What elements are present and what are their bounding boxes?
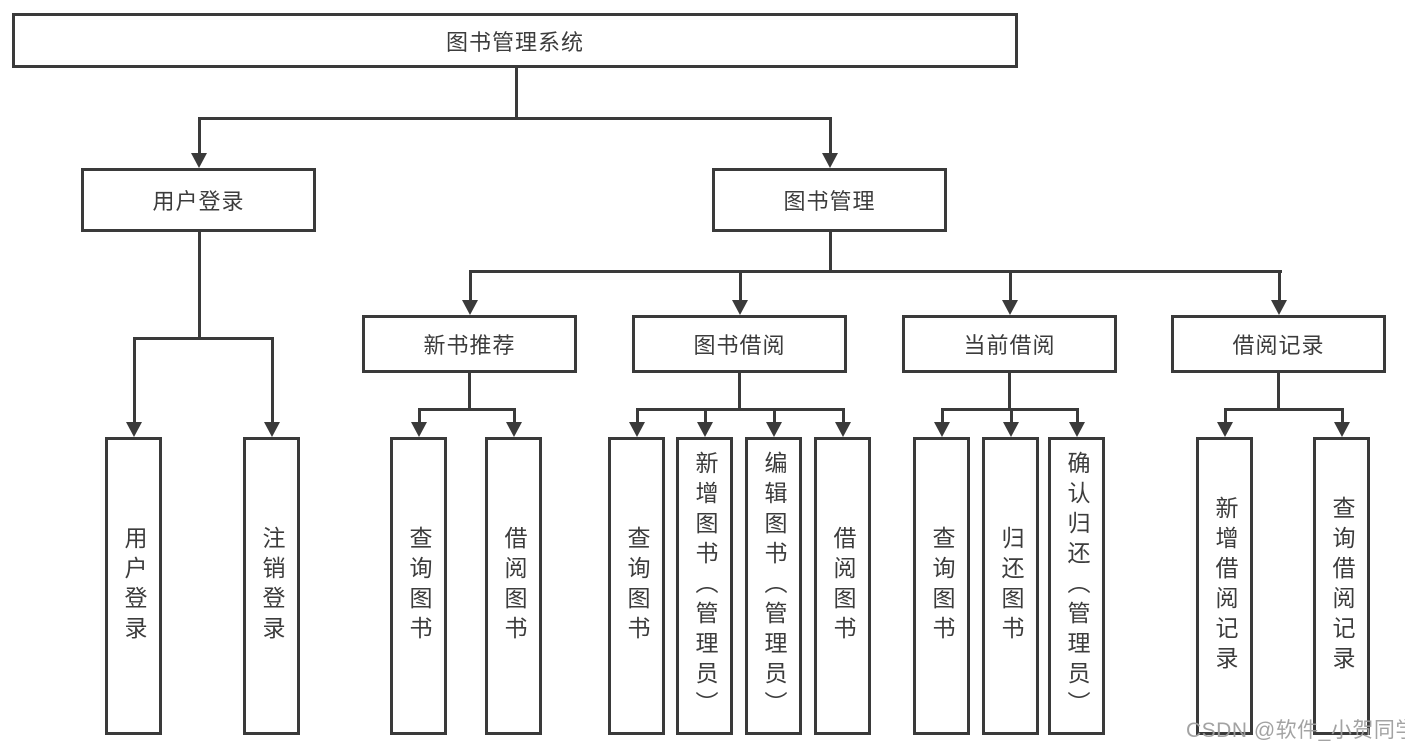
connector-line (133, 337, 274, 340)
csdn-watermark: CSDN @软件_小贺同学 (1186, 719, 1405, 742)
leaf-confirm-return-admin: 确认归还（管理员） (1048, 437, 1105, 735)
connector-line (636, 408, 639, 422)
node-label: 图书管理 (783, 189, 876, 214)
connector-line (418, 408, 516, 411)
connector-line (636, 408, 845, 411)
arrow-down-icon (934, 422, 950, 437)
connector-line (1278, 270, 1281, 300)
connector-line (1277, 373, 1280, 408)
connector-line (515, 68, 518, 117)
arrow-down-icon (835, 422, 851, 437)
node-label: 查询图书 (929, 526, 955, 646)
connector-line (773, 408, 776, 422)
connector-line (468, 373, 471, 408)
node-label: 图书借阅 (693, 333, 786, 358)
arrow-down-icon (126, 422, 142, 437)
node-label: 用户登录 (152, 189, 245, 214)
connector-line (469, 270, 472, 300)
connector-line (198, 232, 201, 337)
connector-line (829, 117, 832, 153)
node-current-borrowing: 当前借阅 (902, 315, 1117, 373)
connector-line (739, 270, 742, 300)
node-label: 新增借阅记录 (1212, 496, 1238, 676)
connector-line (842, 408, 845, 422)
connector-line (1076, 408, 1079, 422)
connector-line (133, 337, 136, 422)
connector-line (418, 408, 421, 422)
leaf-query-books-current: 查询图书 (913, 437, 970, 735)
arrow-down-icon (629, 422, 645, 437)
arrow-down-icon (1069, 422, 1085, 437)
node-new-book-recommendation: 新书推荐 (362, 315, 577, 373)
node-label: 查询借阅记录 (1329, 496, 1355, 676)
connector-line (1224, 408, 1344, 411)
connector-line (1008, 373, 1011, 408)
arrow-down-icon (1334, 422, 1350, 437)
connector-line (738, 373, 741, 408)
arrow-down-icon (191, 153, 207, 168)
node-library-system: 图书管理系统 (12, 13, 1018, 68)
node-label: 编辑图书（管理员） (761, 451, 787, 721)
node-borrow-records: 借阅记录 (1171, 315, 1386, 373)
leaf-borrow-books-borrowing: 借阅图书 (814, 437, 871, 735)
connector-line (1010, 408, 1013, 422)
arrow-down-icon (506, 422, 522, 437)
node-label: 确认归还（管理员） (1064, 451, 1090, 721)
arrow-down-icon (697, 422, 713, 437)
arrow-down-icon (822, 153, 838, 168)
leaf-add-books-admin: 新增图书（管理员） (676, 437, 733, 735)
connector-line (198, 117, 832, 120)
connector-line (271, 337, 274, 422)
connector-line (1224, 408, 1227, 422)
connector-line (198, 117, 201, 153)
node-label: 借阅记录 (1232, 333, 1325, 358)
node-label: 借阅图书 (830, 526, 856, 646)
connector-line (513, 408, 516, 422)
leaf-return-books: 归还图书 (982, 437, 1039, 735)
node-label: 归还图书 (998, 526, 1024, 646)
leaf-logout: 注销登录 (243, 437, 300, 735)
arrow-down-icon (411, 422, 427, 437)
node-label: 新书推荐 (423, 333, 516, 358)
leaf-query-borrow-record: 查询借阅记录 (1313, 437, 1370, 735)
arrow-down-icon (264, 422, 280, 437)
leaf-user-login: 用户登录 (105, 437, 162, 735)
arrow-down-icon (462, 300, 478, 315)
arrow-down-icon (1271, 300, 1287, 315)
connector-line (941, 408, 944, 422)
node-label: 查询图书 (624, 526, 650, 646)
leaf-edit-books-admin: 编辑图书（管理员） (745, 437, 802, 735)
arrow-down-icon (732, 300, 748, 315)
arrow-down-icon (1002, 300, 1018, 315)
connector-line (704, 408, 707, 422)
node-label: 用户登录 (121, 526, 147, 646)
node-book-management: 图书管理 (712, 168, 947, 232)
node-book-borrowing: 图书借阅 (632, 315, 847, 373)
connector-line (829, 232, 832, 270)
arrow-down-icon (1003, 422, 1019, 437)
node-label: 注销登录 (259, 526, 285, 646)
node-label: 当前借阅 (963, 333, 1056, 358)
arrow-down-icon (766, 422, 782, 437)
arrow-down-icon (1217, 422, 1233, 437)
leaf-add-borrow-record: 新增借阅记录 (1196, 437, 1253, 735)
node-label: 新增图书（管理员） (692, 451, 718, 721)
node-label: 借阅图书 (501, 526, 527, 646)
connector-line (1009, 270, 1012, 300)
node-label: 图书管理系统 (445, 29, 584, 55)
leaf-borrow-books-recommend: 借阅图书 (485, 437, 542, 735)
node-label: 查询图书 (406, 526, 432, 646)
leaf-query-books-borrowing: 查询图书 (608, 437, 665, 735)
node-user-login: 用户登录 (81, 168, 316, 232)
connector-line (1341, 408, 1344, 422)
connector-line (469, 270, 1282, 273)
leaf-query-books-recommend: 查询图书 (390, 437, 447, 735)
